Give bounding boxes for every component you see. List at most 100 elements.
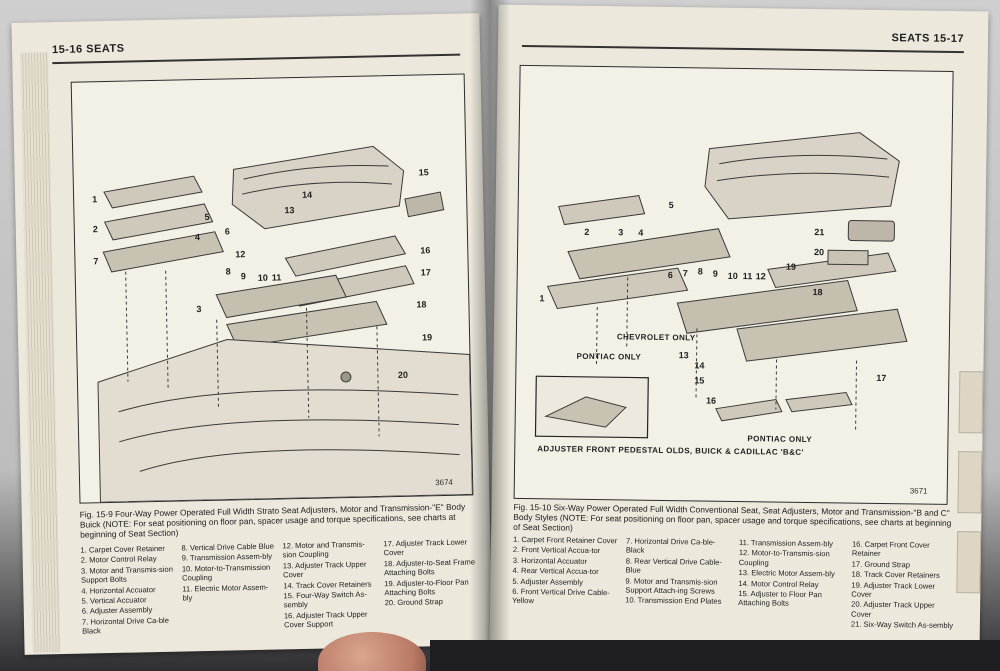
callout-3: 3 <box>196 304 201 314</box>
legend-item: 17. Ground Strap <box>851 559 911 570</box>
callout-5: 5 <box>204 212 209 222</box>
table-surface <box>430 640 1000 671</box>
legend-item: 7. Horizontal Drive Ca-ble Black <box>81 615 170 636</box>
legend-item: 16. Carpet Front Cover Retainer <box>851 539 930 559</box>
legend-item: 5. Vertical Accuator <box>81 595 147 606</box>
callout-7: 7 <box>683 268 688 278</box>
figure-caption: Fig. 15-10 Six-Way Power Operated Full W… <box>513 501 952 533</box>
callout-9: 9 <box>241 271 246 281</box>
figure-caption: Fig. 15-9 Four-Way Power Operated Full W… <box>79 501 466 540</box>
legend-item: 19. Adjuster Track Lower Cover <box>851 580 936 599</box>
legend-item: 12. Motor-to-Transmis-sion Coupling <box>738 548 830 568</box>
legend-column: 8. Vertical Drive Cable Blue 9. Transmis… <box>181 542 276 635</box>
parts-legend: 1. Carpet Cover Retainer 2. Motor Contro… <box>80 537 478 636</box>
label-pontiac-top: PONTIAC ONLY <box>577 352 642 362</box>
legend-item: 16. Adjuster Track Upper Cover Support <box>283 609 368 630</box>
callout-1: 1 <box>539 293 544 303</box>
callout-6: 6 <box>668 270 673 280</box>
legend-item: 12. Motor and Transmis-sion Coupling <box>282 539 365 560</box>
callout-10: 10 <box>728 271 738 281</box>
page-edges <box>20 52 61 653</box>
callout-8: 8 <box>226 266 231 276</box>
label-pedestal: ADJUSTER FRONT PEDESTAL OLDS, BUICK & CA… <box>537 444 804 457</box>
legend-item: 20. Ground Strap <box>384 597 444 608</box>
callout-2: 2 <box>584 227 589 237</box>
callout-18: 18 <box>416 299 426 309</box>
seat-adjuster-illustration: 15 14 13 12 16 17 18 19 20 8 9 10 11 1 2… <box>92 145 473 503</box>
legend-item: 8. Vertical Drive Cable Blue <box>181 541 274 553</box>
legend-column: 11. Transmission Assem-bly 12. Motor-to-… <box>738 538 844 629</box>
legend-item: 3. Horizontal Accuator <box>512 555 588 566</box>
callout-21: 21 <box>814 227 824 237</box>
callout-3: 3 <box>618 227 623 237</box>
legend-item: 14. Motor Control Relay <box>738 578 819 589</box>
legend-item: 15. Adjuster to Floor Pan Attaching Bolt… <box>738 589 822 609</box>
callout-11: 11 <box>272 272 282 282</box>
callout-10: 10 <box>258 273 268 283</box>
callout-16: 16 <box>706 396 716 406</box>
legend-item: 10. Motor-to-Transmission Coupling <box>181 562 271 583</box>
parts-legend: 1. Carpet Front Retainer Cover 2. Front … <box>512 535 957 631</box>
callout-18: 18 <box>812 287 822 297</box>
index-tabs <box>954 371 984 631</box>
seat-adjuster-illustration: 1 2 3 4 5 6 7 8 9 10 11 12 13 14 15 16 1 <box>534 132 928 496</box>
legend-item: 1. Carpet Cover Retainer <box>80 543 165 555</box>
legend-item: 18. Track Cover Retainers <box>851 569 940 581</box>
legend-item: 1. Carpet Front Retainer Cover <box>512 534 618 546</box>
legend-item: 2. Motor Control Relay <box>80 554 157 566</box>
legend-item: 13. Adjuster Track Upper Cover <box>282 559 367 580</box>
legend-item: 4. Horizontal Accuator <box>81 584 156 596</box>
callout-9: 9 <box>713 269 718 279</box>
legend-column: 16. Carpet Front Cover Retainer 17. Grou… <box>851 540 957 631</box>
legend-item: 14. Track Cover Retainers <box>283 579 372 591</box>
callout-15: 15 <box>694 375 704 385</box>
callout-2: 2 <box>93 224 98 234</box>
legend-item: 11. Transmission Assem-bly <box>738 538 834 549</box>
callout-19: 19 <box>422 332 432 342</box>
label-pontiac-bottom: PONTIAC ONLY <box>747 434 812 444</box>
legend-item: 2. Front Vertical Accua-tor <box>512 545 601 556</box>
legend-item: 18. Adjuster-to-Seat Frame Attaching Bol… <box>383 557 476 578</box>
figure-number: 3671 <box>910 486 928 495</box>
figure-15-9: 15 14 13 12 16 17 18 19 20 8 9 10 11 1 2… <box>70 73 474 504</box>
left-page-header: 15-16 SEATS <box>51 42 125 57</box>
header-rule <box>52 53 461 64</box>
book-spine-shadow <box>470 0 510 671</box>
index-tab <box>956 531 982 594</box>
callout-17: 17 <box>421 267 431 277</box>
legend-item: 6. Adjuster Assembly <box>81 605 153 617</box>
legend-item: 11. Electric Motor Assem-bly <box>182 582 269 603</box>
legend-item: 8. Rear Vertical Drive Cable-Blue <box>625 556 723 575</box>
legend-item: 9. Motor and Transmis-sion Support Attac… <box>625 576 718 596</box>
callout-1: 1 <box>92 194 97 204</box>
callout-5: 5 <box>669 200 674 210</box>
legend-column: 1. Carpet Cover Retainer 2. Motor Contro… <box>80 544 175 637</box>
legend-item: 21. Six-Way Switch As-sembly <box>850 619 954 631</box>
callout-12: 12 <box>235 249 245 259</box>
callout-20: 20 <box>814 247 824 257</box>
figure-number: 3674 <box>435 478 454 487</box>
callout-13: 13 <box>679 350 689 360</box>
callout-8: 8 <box>698 266 703 276</box>
callout-20: 20 <box>398 370 408 380</box>
header-rule <box>521 44 964 53</box>
legend-item: 13. Electric Motor Assem-bly <box>738 568 835 579</box>
label-chevrolet: CHEVROLET ONLY <box>617 332 696 342</box>
callout-16: 16 <box>420 245 430 255</box>
callout-4: 4 <box>195 232 200 242</box>
right-page-header: SEATS 15-17 <box>891 32 965 46</box>
callout-14: 14 <box>694 360 704 370</box>
legend-item: 4. Rear Vertical Accua-tor <box>512 566 599 577</box>
legend-item: 17. Adjuster Track Lower Cover <box>383 537 468 558</box>
callout-15: 15 <box>419 167 429 177</box>
legend-item: 9. Transmission Assem-bly <box>181 552 273 563</box>
legend-column: 17. Adjuster Track Lower Cover 18. Adjus… <box>383 537 478 630</box>
legend-item: 7. Horizontal Drive Ca-ble-Black <box>625 536 716 556</box>
callout-7: 7 <box>93 256 98 266</box>
callout-17: 17 <box>876 373 886 383</box>
callout-11: 11 <box>743 271 753 281</box>
callout-4: 4 <box>638 228 643 238</box>
legend-item: 19. Adjuster-to-Floor Pan Attaching Bolt… <box>384 577 469 598</box>
index-tab <box>957 451 983 514</box>
